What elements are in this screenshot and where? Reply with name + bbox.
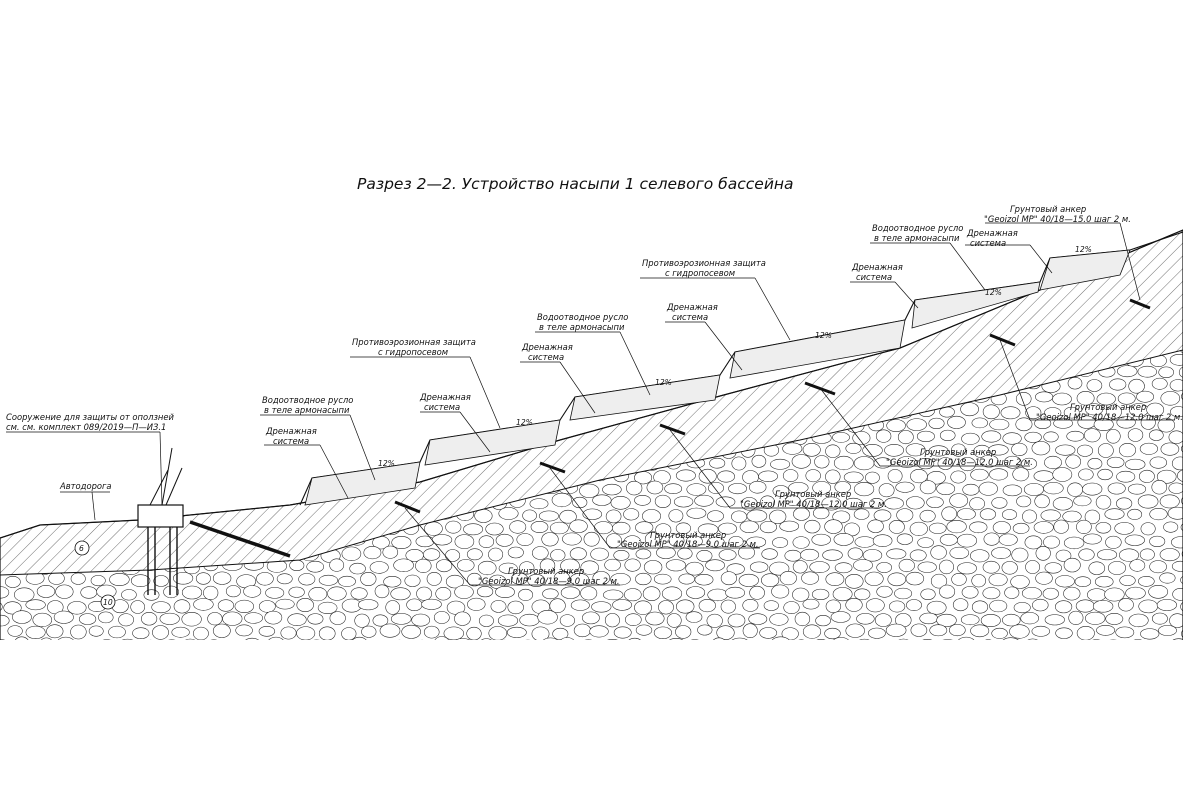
slope-label-a: 12% — [378, 459, 395, 468]
slope-label-d: 12% — [815, 331, 832, 340]
drain-label-e2: система — [856, 272, 892, 282]
slope-label-c: 12% — [655, 378, 672, 387]
drain-label-d1: Дренажная — [666, 302, 718, 312]
layer-10-label: 10 — [103, 598, 113, 607]
structure-label-1: Сооружение для защиты от оползней — [6, 412, 175, 422]
anchor-spec-9b: "Geoizol MP" 40/18—9.0 шаг 2 м. — [617, 539, 759, 549]
structure-label-2: см. см. комплект 089/2019—П—ИЗ.1 — [6, 422, 166, 432]
channel-label-a1: Водоотводное русло — [262, 395, 353, 405]
drain-label-e1: Дренажная — [851, 262, 903, 272]
drain-label-b1: Дренажная — [419, 392, 471, 402]
layer-6-label: 6 — [79, 544, 84, 553]
landslide-protection-structure — [138, 448, 183, 595]
slope-label-b: 12% — [516, 418, 533, 427]
channel-label-e1: Водоотводное русло — [872, 223, 963, 233]
anchor-spec-12a: "Geoizol MP" 40/18—12.0 шаг 2 м. — [740, 499, 887, 509]
road-label: Автодорога — [59, 481, 112, 491]
channel-label-c2: в теле армонасыпи — [539, 322, 625, 332]
drain-label-d2: система — [672, 312, 708, 322]
channel-label-a2: в теле армонасыпи — [264, 405, 350, 415]
erosion-label-d2: с гидропосевом — [665, 268, 735, 278]
anchor-spec-12c: "Geoizol MP" 40/18—12.0 шаг 2 м. — [1036, 412, 1183, 422]
slope-label-f: 12% — [1075, 245, 1092, 254]
anchor-label-3: Грунтовый анкер — [775, 489, 851, 499]
anchor-spec-15: "Geoizol MP" 40/18—15.0 шаг 2 м. — [984, 214, 1131, 224]
slope-label-e: 12% — [985, 288, 1002, 297]
channel-label-e2: в теле армонасыпи — [874, 233, 960, 243]
drain-label-f2: система — [970, 238, 1006, 248]
erosion-label-d1: Противоэрозионная защита — [642, 258, 766, 268]
drain-label-b2: система — [424, 402, 460, 412]
drawing-title: Разрез 2—2. Устройство насыпи 1 селевого… — [357, 175, 794, 193]
channel-label-c1: Водоотводное русло — [537, 312, 628, 322]
anchor-label-1: Грунтовый анкер — [508, 566, 584, 576]
anchor-label-5: Грунтовый анкер — [1070, 402, 1146, 412]
drain-label-a2: система — [273, 436, 309, 446]
anchor-spec-12b: "Geoizol MP" 40/18—12.0 шаг 2 м. — [886, 457, 1033, 467]
anchor-spec-9a: "Geoizol MP" 40/18—9.0 шаг 2 м. — [478, 576, 620, 586]
drain-label-c2: система — [528, 352, 564, 362]
drain-label-c1: Дренажная — [521, 342, 573, 352]
erosion-label-b1: Противоэрозионная защита — [352, 337, 476, 347]
erosion-label-b2: с гидропосевом — [378, 347, 448, 357]
drain-label-a1: Дренажная — [265, 426, 317, 436]
drain-label-f1: Дренажная — [966, 228, 1018, 238]
anchor-label-4: Грунтовый анкер — [920, 447, 996, 457]
anchor-label-f1: Грунтовый анкер — [1010, 204, 1086, 214]
